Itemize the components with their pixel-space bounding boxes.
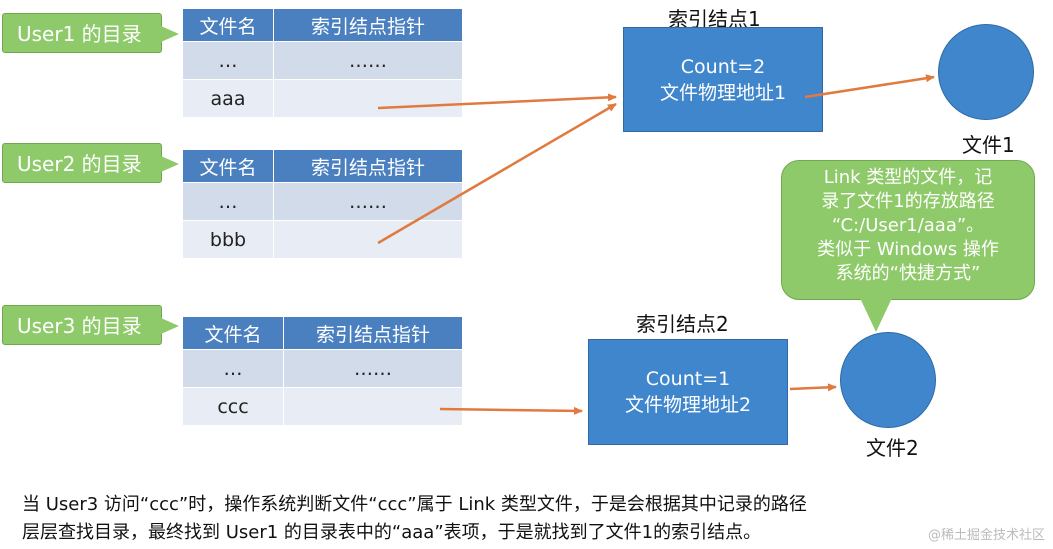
column-header-inode-pointer: 索引结点指针	[283, 316, 463, 350]
table-cell	[273, 79, 463, 118]
arrow-bbb-to-node1	[377, 102, 617, 245]
table-cell: …	[182, 41, 274, 80]
index-node-1-address: 文件物理地址1	[659, 81, 787, 104]
link-note-line: 类似于 Windows 操作	[817, 239, 999, 260]
table-row: … ……	[182, 41, 463, 80]
table-row: … ……	[182, 182, 463, 221]
caption: 当 User3 访问“ccc”时，操作系统判断文件“ccc”属于 Link 类型…	[22, 491, 1047, 547]
index-node-1-count: Count=2	[680, 55, 766, 78]
table-cell: bbb	[182, 220, 274, 259]
index-node-1: Count=2 文件物理地址1	[623, 27, 823, 132]
table-row: bbb	[182, 220, 463, 259]
index-node-2-title: 索引结点2	[636, 312, 729, 336]
arrow-node1-to-file1	[804, 74, 935, 99]
column-header-inode-pointer: 索引结点指针	[273, 149, 463, 183]
user3-directory-label: User3 的目录	[2, 305, 179, 345]
column-header-filename: 文件名	[182, 8, 274, 42]
caption-line: 层层查找目录，最终找到 User1 的目录表中的“aaa”表项，于是就找到了文件…	[22, 522, 762, 543]
table-cell: aaa	[182, 79, 274, 118]
table-cell	[273, 220, 463, 259]
link-note-line: 系统的“快捷方式”	[835, 263, 981, 284]
user2-directory-table: 文件名 索引结点指针 … …… bbb	[182, 149, 463, 259]
user2-directory-label: User2 的目录	[2, 143, 179, 183]
table-cell	[283, 387, 463, 426]
table-row: ccc	[182, 387, 463, 426]
table-cell: …	[182, 182, 274, 221]
file-2-label: 文件2	[866, 436, 919, 460]
table-cell: …	[182, 349, 284, 388]
column-header-filename: 文件名	[182, 149, 274, 183]
table-row: aaa	[182, 79, 463, 118]
user1-directory-table: 文件名 索引结点指针 … …… aaa	[182, 8, 463, 118]
link-note-line: “C:/User1/aaa”。	[831, 215, 985, 236]
user1-directory-label: User1 的目录	[2, 13, 179, 53]
index-node-2: Count=1 文件物理地址2	[588, 339, 788, 445]
table-row: … ……	[182, 349, 463, 388]
table-cell: ……	[273, 41, 463, 80]
arrow-node2-to-file2	[789, 383, 837, 392]
file-1-circle	[938, 24, 1034, 120]
link-note-bubble: Link 类型的文件，记 录了文件1的存放路径 “C:/User1/aaa”。 …	[781, 160, 1035, 300]
table-cell: ……	[283, 349, 463, 388]
file-2-circle	[840, 332, 936, 428]
table-cell: ccc	[182, 387, 284, 426]
index-node-2-count: Count=1	[645, 368, 731, 390]
caption-line: 当 User3 访问“ccc”时，操作系统判断文件“ccc”属于 Link 类型…	[22, 494, 807, 515]
link-note-tail	[860, 298, 892, 332]
user3-directory-table: 文件名 索引结点指针 … …… ccc	[182, 316, 463, 426]
arrow-ccc-to-node2	[439, 406, 583, 415]
file-1-label: 文件1	[962, 133, 1015, 157]
column-header-inode-pointer: 索引结点指针	[273, 8, 463, 42]
index-node-2-address: 文件物理地址2	[624, 394, 752, 416]
watermark: @稀土掘金技术社区	[927, 528, 1045, 543]
link-note-line: Link 类型的文件，记	[823, 167, 993, 188]
link-note-line: 录了文件1的存放路径	[821, 191, 995, 212]
arrow-aaa-to-node1	[377, 93, 617, 110]
table-cell: ……	[273, 182, 463, 221]
column-header-filename: 文件名	[182, 316, 284, 350]
